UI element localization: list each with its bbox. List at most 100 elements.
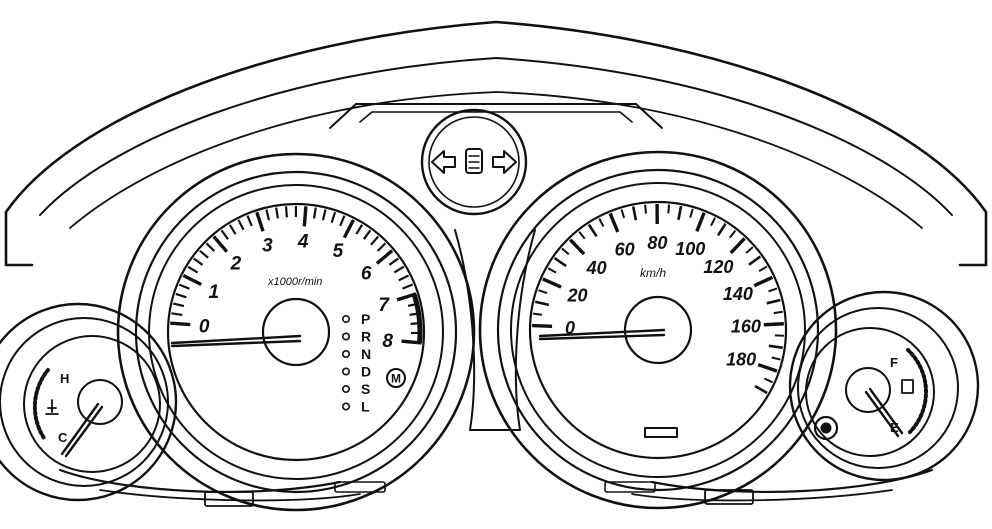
tachometer-scale-label: 4	[297, 231, 309, 252]
speedometer-minor-tick	[587, 223, 598, 238]
fuel-pod-outer	[788, 290, 980, 482]
speedometer-bezel-inner	[510, 182, 806, 478]
speedometer-minor-tick	[561, 247, 570, 256]
speedometer-minor-tick	[729, 229, 737, 239]
speedometer-minor-tick	[553, 256, 567, 268]
temperature-pod-outer	[0, 302, 178, 502]
speedometer-major-tick	[753, 275, 774, 288]
temperature-needle	[60, 402, 104, 458]
manual-mode-badge-ring	[386, 368, 406, 388]
fuel-pump-icon	[901, 379, 914, 394]
speedometer-needle	[538, 328, 666, 341]
door-ajar-warning-icon	[465, 148, 483, 174]
shift-position-lamp	[341, 367, 350, 376]
speedometer-major-tick	[542, 277, 562, 289]
tachometer-minor-tick	[402, 283, 414, 290]
tachometer-scale-label: 0	[199, 317, 210, 338]
tachometer-minor-tick	[321, 209, 327, 221]
door-ajar-warning-icon-detail	[468, 155, 480, 169]
tachometer-scale-label: 6	[361, 264, 372, 285]
shift-position-lamp	[341, 384, 350, 393]
temperature-cold-label: C	[58, 430, 68, 445]
shift-position-label: L	[361, 399, 370, 415]
speedometer-scale-label: 160	[731, 317, 761, 337]
shift-position-label: S	[361, 381, 370, 397]
tachometer-minor-tick	[330, 211, 337, 224]
tachometer-minor-tick	[339, 215, 346, 227]
mounting-tab-left	[204, 491, 254, 507]
top-centre-panel	[329, 103, 663, 129]
tachometer-minor-tick	[178, 283, 190, 290]
tachometer-scale-label: 8	[382, 331, 393, 352]
tachometer-major-tick	[302, 206, 308, 227]
speedometer-major-tick	[729, 237, 746, 255]
speedometer-scale-label: 0	[565, 318, 575, 338]
speedometer-minor-tick	[620, 209, 626, 219]
speedometer-minor-tick	[689, 208, 694, 218]
speedometer-ticks	[532, 203, 784, 395]
tachometer-minor-tick	[173, 302, 185, 308]
speedometer-minor-tick	[716, 222, 727, 237]
tachometer-scale-label: 3	[262, 236, 273, 257]
speedometer-minor-tick	[768, 287, 778, 293]
mounting-tab-right	[704, 489, 754, 505]
speedometer-major-tick	[763, 322, 784, 327]
speedometer-minor-tick	[764, 377, 774, 384]
speedometer-major-tick	[608, 212, 620, 233]
speedometer-minor-tick	[578, 231, 586, 240]
tachometer-minor-tick	[398, 274, 410, 282]
speedometer-minor-tick	[677, 205, 683, 221]
fuel-hub	[845, 367, 891, 413]
shift-position-label: N	[361, 346, 371, 362]
centre-valley	[454, 229, 536, 431]
speedometer-scale-label: 120	[703, 257, 733, 277]
fuel-needle	[864, 387, 904, 438]
trip-reset-knob-inner[interactable]	[820, 422, 832, 434]
tachometer-major-tick	[255, 211, 265, 232]
temperature-pod-mid	[0, 317, 169, 487]
speedometer-minor-tick	[532, 312, 543, 316]
fuel-scale-arc	[906, 348, 928, 434]
tachometer-major-tick	[182, 274, 203, 287]
speedometer-minor-tick	[773, 310, 783, 315]
tachometer-bezel-inner	[148, 184, 444, 480]
tachometer-major-tick	[375, 249, 394, 265]
turn-signal-pod-inner	[428, 116, 520, 208]
speedometer-scale-label: 180	[726, 350, 756, 370]
tachometer-bezel-outer	[116, 152, 476, 512]
tachometer-hub	[261, 297, 331, 367]
tachometer-minor-tick	[237, 219, 245, 231]
tachometer-minor-tick	[199, 249, 209, 259]
speedometer-minor-tick	[631, 206, 638, 221]
shift-position-label: R	[361, 329, 371, 345]
tachometer-redline-band	[411, 293, 423, 344]
cluster-hood-inner-line	[39, 57, 953, 216]
tachometer-minor-tick	[220, 229, 229, 240]
tachometer-minor-tick	[284, 206, 288, 218]
speedometer-scale-label: 80	[647, 233, 667, 253]
tachometer-bezel-mid	[134, 170, 458, 494]
speedometer-major-tick	[695, 212, 706, 232]
speedometer-minor-tick	[644, 204, 647, 214]
top-centre-panel-inner	[359, 111, 633, 123]
tachometer-minor-tick	[312, 207, 317, 219]
speedometer-major-tick	[532, 323, 553, 328]
speedometer-minor-tick	[534, 300, 550, 307]
tachometer-minor-tick	[355, 224, 364, 235]
trip-reset-knob-outer[interactable]	[813, 415, 839, 441]
tachometer-needle	[170, 334, 302, 348]
speedometer-scale-label: 60	[615, 240, 635, 260]
cluster-base-outline	[58, 468, 934, 493]
speedometer-minor-tick	[745, 246, 754, 254]
tachometer-minor-tick	[376, 242, 387, 252]
speedometer-minor-tick	[768, 344, 783, 350]
tachometer-minor-tick	[246, 215, 253, 227]
left-turn-arrow-icon	[431, 150, 456, 174]
turn-signal-pod-outer	[420, 108, 528, 216]
temperature-hub	[77, 379, 123, 425]
speedometer-hub	[623, 295, 693, 365]
fuel-pod-mid	[797, 307, 959, 469]
